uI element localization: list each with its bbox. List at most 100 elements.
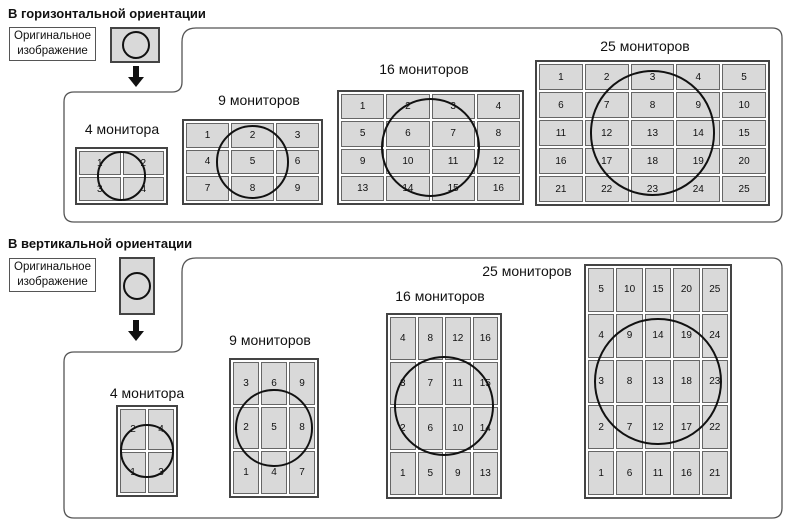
monitor-cell: 15 (722, 120, 766, 146)
monitor-cell: 4 (390, 317, 416, 360)
monitor-cell: 4 (148, 409, 174, 450)
monitor-cell: 11 (431, 148, 475, 174)
monitor-cell: 10 (386, 148, 430, 174)
vertical-original-image (119, 257, 155, 315)
monitor-cell: 20 (673, 268, 700, 312)
monitor-cell: 24 (701, 313, 728, 358)
monitor-cell: 1 (79, 151, 121, 175)
monitor-cell: 25 (701, 268, 728, 312)
monitor-cell: 7 (289, 451, 315, 494)
monitor-cell: 20 (722, 148, 766, 174)
monitor-cell: 3 (588, 359, 615, 404)
monitor-cell: 7 (616, 405, 643, 450)
monitor-cell: 3 (630, 64, 675, 90)
monitor-cell: 5 (231, 149, 274, 175)
monitor-cell: 6 (261, 362, 287, 405)
monitor-cell: 7 (417, 362, 443, 405)
monitor-cell: 4 (122, 177, 164, 201)
monitor-cell: 9 (445, 452, 471, 495)
monitor-cell: 4 (186, 149, 229, 175)
monitor-cell: 1 (233, 451, 259, 494)
monitor-cell: 2 (390, 407, 416, 450)
horizontal-original-label: Оригинальное изображение (9, 27, 96, 61)
monitor-cell: 19 (673, 313, 700, 358)
group-label: 16 мониторов (395, 288, 485, 304)
vertical-original-label: Оригинальное изображение (9, 258, 96, 292)
monitor-cell: 11 (445, 362, 471, 405)
original-label-line2: изображение (17, 276, 88, 288)
monitor-cell: 3 (233, 362, 259, 405)
monitor-cell: 17 (673, 405, 700, 450)
arrow-down-icon (128, 66, 144, 87)
monitor-cell: 13 (472, 452, 498, 495)
monitor-cell: 10 (445, 407, 471, 450)
monitor-cell: 14 (386, 175, 430, 201)
original-label-line1: Оригинальное (14, 261, 91, 273)
group-label: 9 мониторов (229, 332, 311, 348)
monitor-cell: 9 (276, 176, 319, 201)
monitor-cell: 2 (233, 406, 259, 450)
monitor-cell: 2 (120, 409, 146, 450)
monitor-cell: 14 (472, 407, 498, 450)
monitor-cell: 2 (588, 405, 615, 450)
monitor-cell: 15 (431, 175, 475, 201)
monitor-cell: 3 (79, 177, 121, 201)
monitor-cell: 22 (701, 405, 728, 450)
group-label: 9 мониторов (218, 92, 300, 108)
monitor-cell: 23 (630, 176, 675, 202)
monitor-cell: 3 (390, 362, 416, 405)
monitor-cell: 12 (445, 317, 471, 360)
monitor-cell: 10 (722, 92, 766, 118)
monitor-cell: 21 (701, 451, 728, 495)
monitor-cell: 1 (588, 451, 615, 495)
horizontal-outline (63, 27, 783, 223)
monitor-cell: 4 (676, 64, 721, 90)
monitor-cell: 9 (341, 148, 385, 174)
monitor-cell: 7 (584, 92, 629, 118)
monitor-cell: 12 (584, 120, 629, 146)
monitor-cell: 3 (148, 452, 174, 493)
horizontal-original-image (110, 27, 160, 63)
monitor-cell: 16 (476, 175, 520, 201)
monitor-cell: 3 (276, 123, 319, 148)
group-label: 4 монитора (109, 385, 185, 401)
monitor-cell: 6 (386, 121, 430, 147)
original-label-line2: изображение (17, 45, 88, 57)
monitor-cell: 1 (120, 452, 146, 493)
monitor-cell: 4 (261, 451, 287, 494)
monitor-cell: 5 (261, 406, 287, 450)
monitor-cell: 2 (386, 94, 430, 120)
monitor-cell: 13 (630, 120, 675, 146)
monitor-cell: 22 (584, 176, 629, 202)
monitor-cell: 2 (584, 64, 629, 90)
monitor-cell: 13 (341, 175, 385, 201)
monitor-cell: 8 (231, 176, 274, 201)
monitor-cell: 15 (472, 362, 498, 405)
monitor-cell: 8 (616, 359, 643, 404)
monitor-cell: 11 (539, 120, 583, 146)
monitor-cell: 16 (472, 317, 498, 360)
vertical-section-title: В вертикальной ориентации (8, 236, 193, 251)
monitor-cell: 12 (476, 148, 520, 174)
monitor-cell: 1 (186, 123, 229, 148)
monitor-cell: 5 (417, 452, 443, 495)
monitor-cell: 19 (676, 148, 721, 174)
monitor-cell: 23 (701, 359, 728, 404)
monitor-cell: 15 (644, 268, 672, 312)
group-label: 4 монитора (84, 121, 160, 137)
monitor-cell: 14 (676, 120, 721, 146)
horizontal-section-title: В горизонтальной ориентации (8, 6, 206, 21)
original-label-line1: Оригинальное (14, 30, 91, 42)
monitor-cell: 9 (676, 92, 721, 118)
arrow-down-icon (128, 320, 144, 341)
monitor-cell: 9 (289, 362, 315, 405)
monitor-cell: 12 (644, 405, 672, 450)
monitor-cell: 5 (588, 268, 615, 312)
monitor-cell: 16 (673, 451, 700, 495)
